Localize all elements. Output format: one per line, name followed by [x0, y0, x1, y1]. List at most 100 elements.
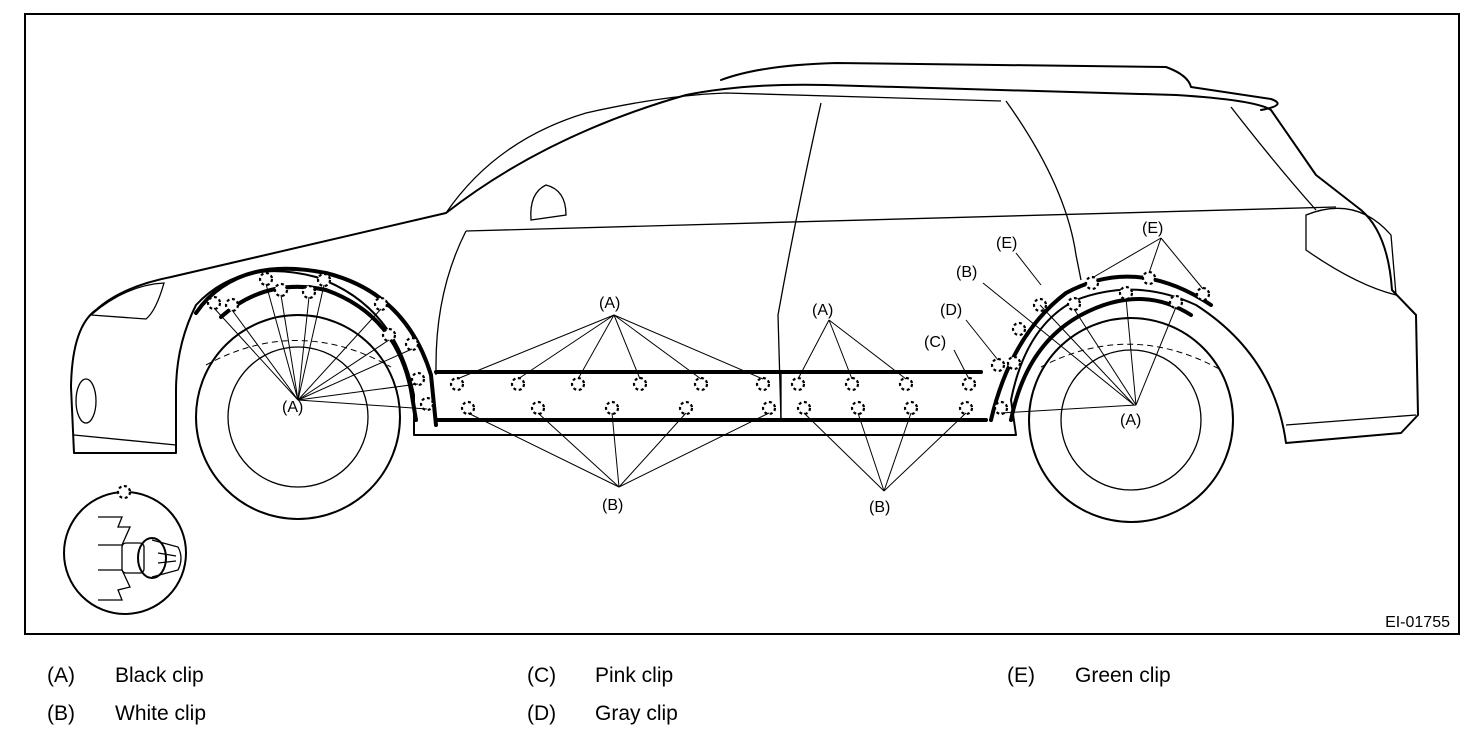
- leader-line: [297, 399, 428, 410]
- legend-key: (B): [47, 702, 75, 725]
- callout-a-front: (A): [282, 399, 303, 416]
- leader-line: [1135, 306, 1177, 406]
- c-pillar: [1005, 100, 1082, 281]
- leader-line: [280, 294, 299, 401]
- clip-black: [449, 376, 465, 392]
- clip-white: [850, 400, 866, 416]
- clip-white: [678, 400, 694, 416]
- clip-white: [903, 400, 919, 416]
- clip-green: [1141, 270, 1157, 286]
- figure-code: EI-01755: [1385, 614, 1450, 631]
- leader-line: [456, 314, 615, 380]
- callout-a-rear: (A): [1120, 412, 1141, 429]
- clip-black: [898, 376, 914, 392]
- clip-black: [206, 295, 222, 311]
- callout-labels: (A) (A) (A) (A) (B) (B) (B) (C) (D) (E) …: [282, 220, 1163, 516]
- clip-white: [958, 400, 974, 416]
- clip-black: [419, 396, 435, 412]
- windshield: [445, 92, 1002, 214]
- leader-line: [265, 283, 299, 401]
- leader-line: [982, 282, 1135, 406]
- clip-black: [316, 272, 332, 288]
- clip-white: [604, 400, 620, 416]
- leader-line: [231, 309, 299, 401]
- callout-e-right: (E): [1142, 220, 1163, 237]
- leader-line: [803, 412, 885, 492]
- clip-black: [273, 282, 289, 298]
- callout-c: (C): [924, 334, 946, 351]
- callout-d: (D): [940, 302, 962, 319]
- leader-line: [611, 412, 620, 488]
- front-door-edge: [435, 230, 467, 375]
- legend-text: Black clip: [115, 664, 204, 687]
- leader-line: [953, 349, 970, 380]
- legend-text: White clip: [115, 702, 207, 725]
- side-sill-molding: [434, 370, 988, 422]
- leader-line: [965, 319, 999, 361]
- clip-black: [1168, 294, 1184, 310]
- clip-black: [404, 336, 420, 352]
- callout-b-rear-arch: (B): [956, 264, 977, 281]
- leader-line: [537, 412, 620, 488]
- front-wheel: [195, 314, 401, 520]
- leader-line: [613, 314, 764, 380]
- clip-gray: [990, 357, 1006, 373]
- clip-green: [1084, 275, 1100, 291]
- leader-line: [797, 319, 830, 380]
- headlight: [89, 282, 165, 320]
- clip-green: [1011, 321, 1027, 337]
- leader-line: [1039, 304, 1135, 406]
- rear-window: [1230, 106, 1317, 211]
- leader-lines: [213, 237, 1204, 492]
- clip-black: [632, 376, 648, 392]
- clip-white: [460, 400, 476, 416]
- leader-line: [467, 412, 620, 488]
- leader-line: [297, 284, 325, 401]
- clip-markers: [206, 270, 1211, 416]
- clip-white: [1006, 355, 1022, 371]
- fog-light: [75, 378, 97, 424]
- rear-arch-molding: [989, 274, 1213, 422]
- clip-detail-inset: [63, 484, 187, 615]
- leader-line: [297, 296, 310, 401]
- b-pillar: [777, 102, 822, 421]
- callout-e-left: (E): [996, 235, 1017, 252]
- clip-black: [510, 376, 526, 392]
- leader-line: [613, 314, 702, 380]
- legend-key: (A): [47, 664, 75, 687]
- leader-line: [213, 307, 299, 401]
- leader-line: [1000, 404, 1137, 414]
- callout-b-rear-door: (B): [869, 499, 890, 516]
- taillight: [1305, 207, 1397, 296]
- leader-line: [297, 383, 419, 401]
- clip-black: [755, 376, 771, 392]
- leader-line: [1148, 237, 1162, 274]
- leader-line: [618, 412, 770, 488]
- leader-line: [883, 412, 912, 492]
- clip-black: [693, 376, 709, 392]
- clip-black: [1066, 296, 1082, 312]
- leader-line: [297, 308, 382, 401]
- leader-line: [1015, 252, 1042, 286]
- clip-white: [761, 400, 777, 416]
- leader-line: [1160, 237, 1204, 290]
- callout-b-front-door: (B): [602, 497, 623, 514]
- callout-a-rear-door: (A): [812, 302, 833, 319]
- clip-black: [1118, 285, 1134, 301]
- mirror: [530, 184, 567, 221]
- leader-line: [1125, 297, 1137, 406]
- clip-black: [258, 271, 274, 287]
- leader-line: [883, 412, 967, 492]
- diagram-frame: (A) (A) (A) (A) (B) (B) (B) (C) (D) (E) …: [24, 13, 1460, 635]
- leader-line: [1073, 308, 1137, 406]
- clip-white: [530, 400, 546, 416]
- clip-black: [570, 376, 586, 392]
- legend-key: (C): [527, 664, 557, 687]
- leader-line: [1091, 237, 1162, 279]
- leader-line: [517, 314, 615, 380]
- front-bumper-line: [73, 434, 177, 446]
- legend-text: Gray clip: [595, 702, 678, 725]
- clip-black: [373, 296, 389, 312]
- clip-black: [993, 400, 1009, 416]
- clip-black: [844, 376, 860, 392]
